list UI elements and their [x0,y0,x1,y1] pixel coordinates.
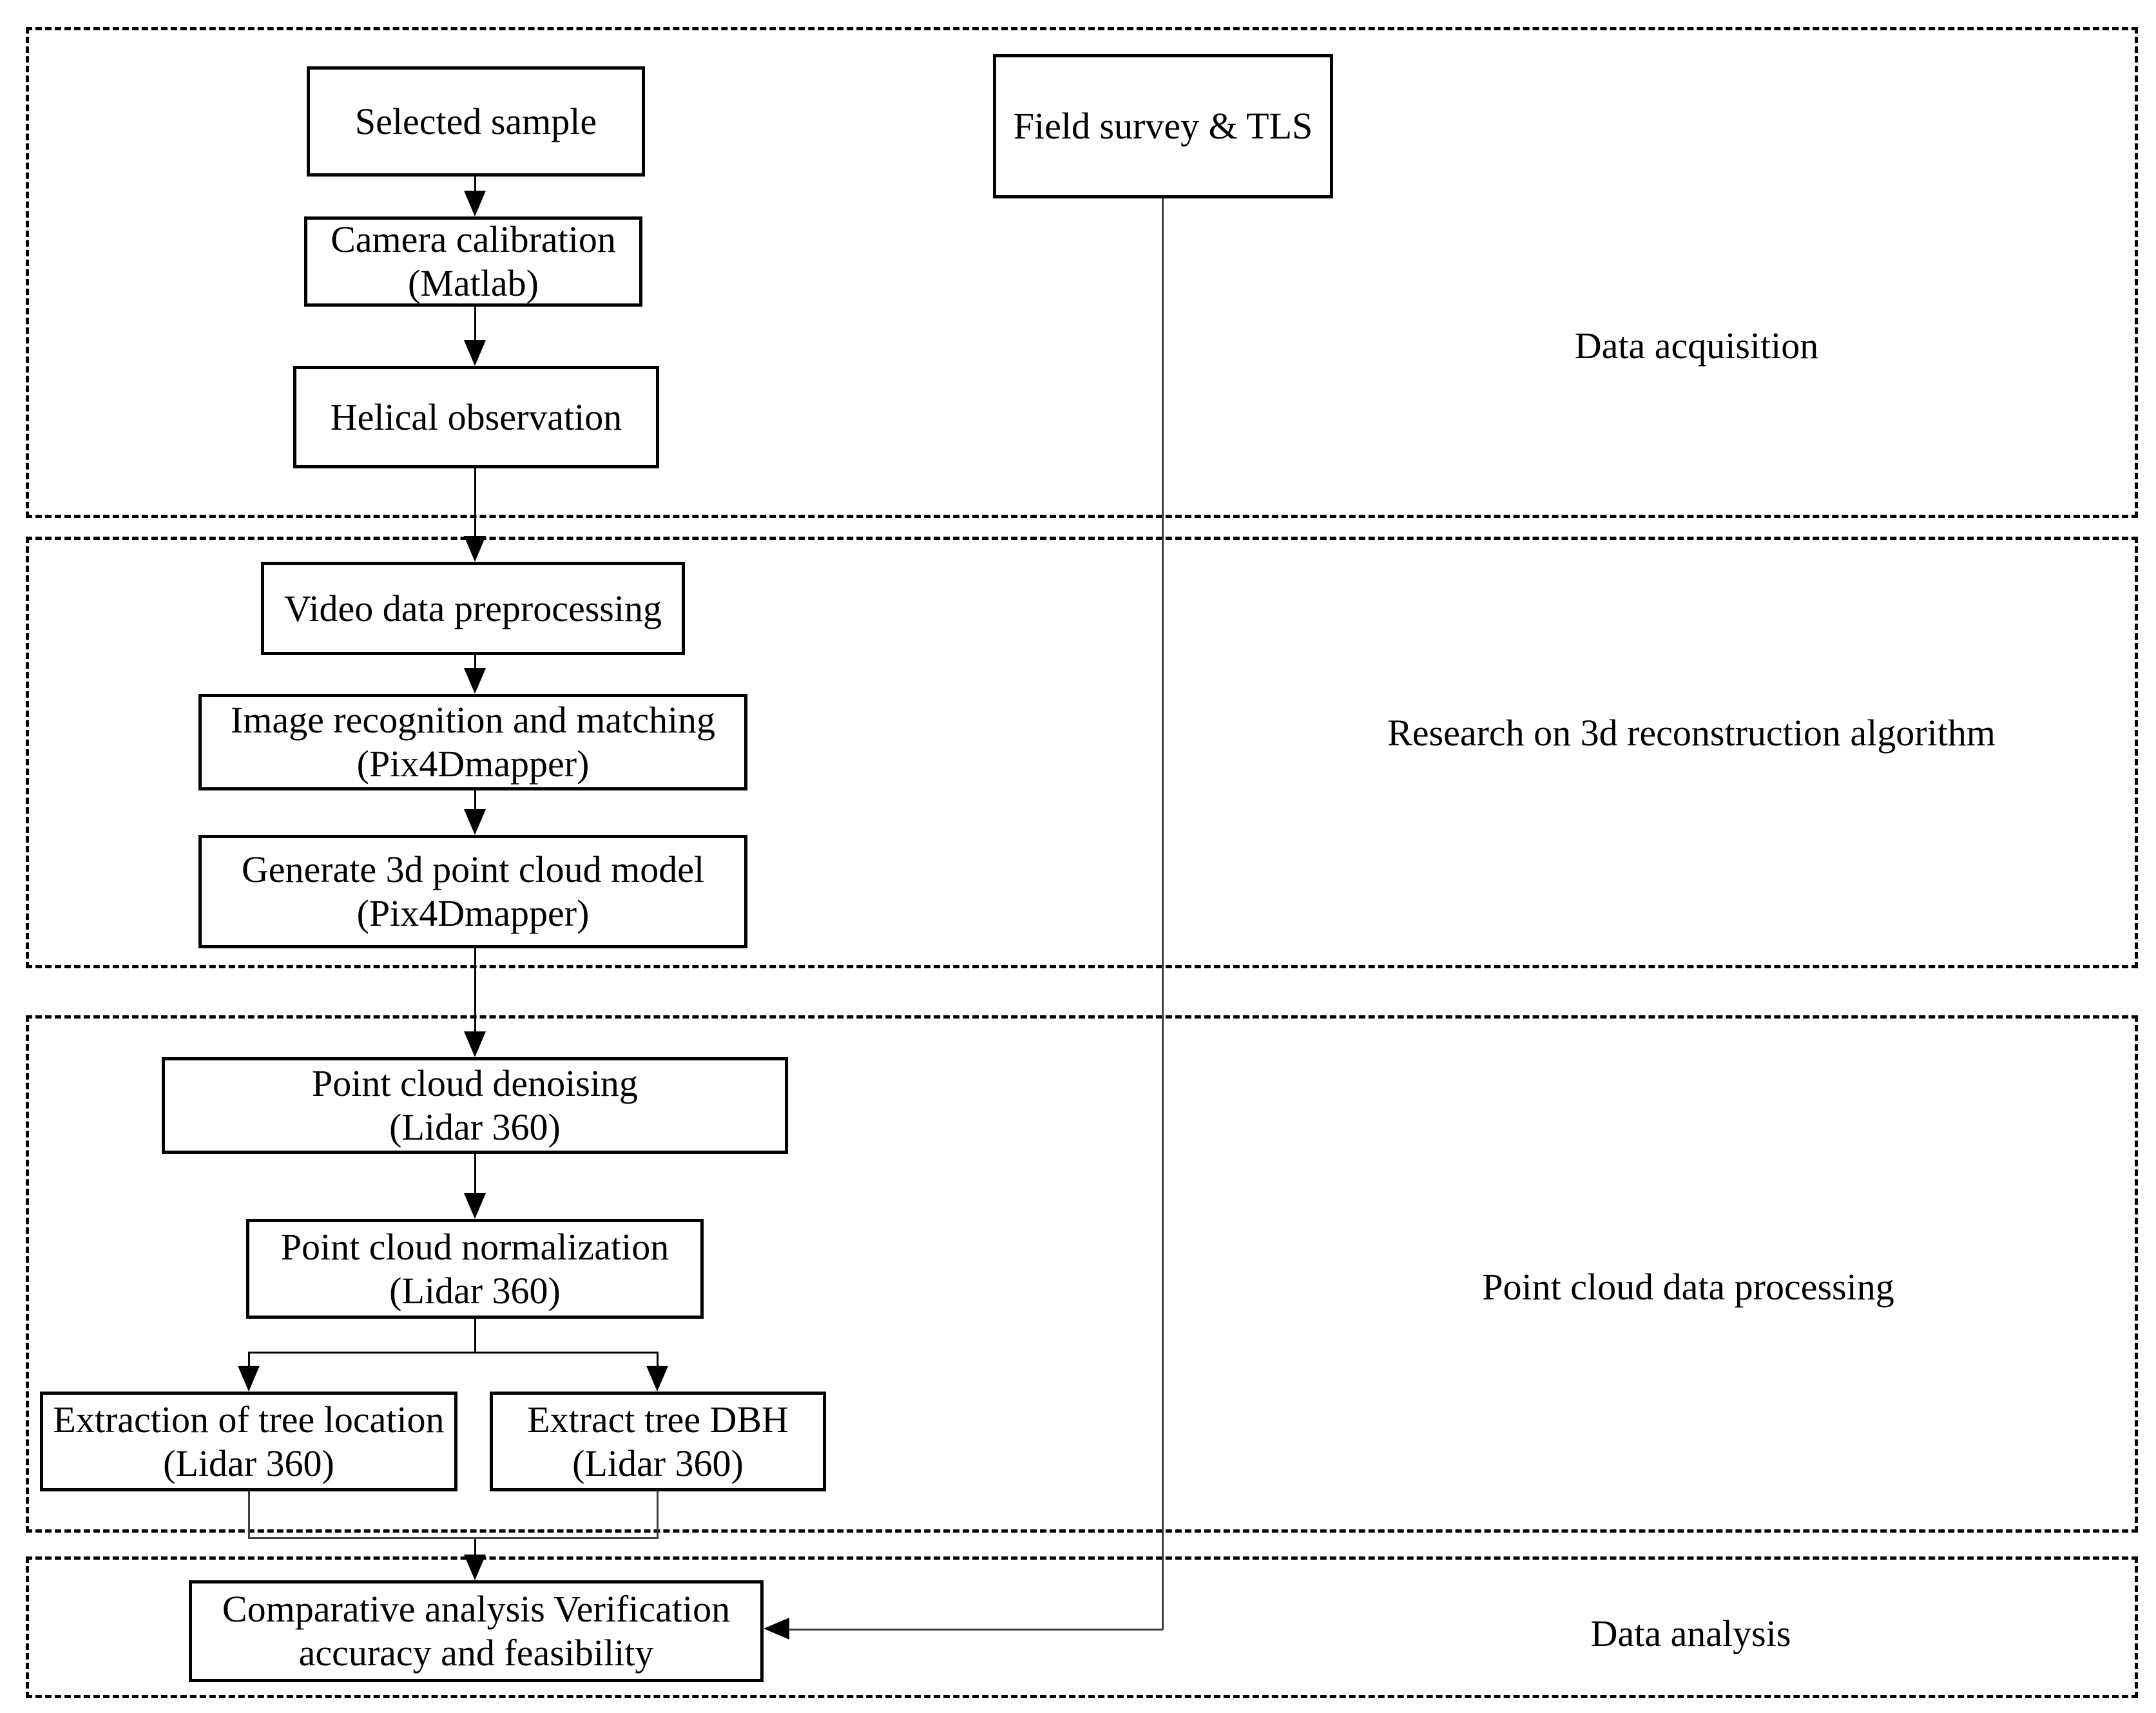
arrowhead-down-icon [646,1366,668,1392]
section-3d-reconstruction [26,537,2138,968]
section-label-data-acquisition: Data acquisition [1574,325,1819,367]
flow-node-video-data-preprocessing: Video data preprocessing [261,562,685,655]
flow-node-helical-observation: Helical observation [293,366,659,468]
node-label: Image recognition and matching [230,699,716,741]
node-label: (Lidar 360) [572,1442,744,1484]
connector-merge-right [657,1491,659,1539]
connector-branch-left [248,1354,250,1367]
flow-node-comparative-analysis: Comparative analysis Verification accura… [189,1580,764,1682]
connector-branch-horizontal [248,1352,659,1354]
node-label: Field survey & TLS [1013,105,1313,147]
node-label: Camera calibration [331,218,616,260]
connector-merge-stem [474,1539,476,1556]
flow-node-generate-3d-model: Generate 3d point cloud model (Pix4Dmapp… [198,835,747,948]
flow-node-image-recognition: Image recognition and matching (Pix4Dmap… [198,694,747,790]
arrowhead-down-icon [464,809,486,835]
flow-node-selected-sample: Selected sample [307,66,645,177]
node-label: Helical observation [330,396,622,438]
arrowhead-down-icon [464,1031,486,1057]
node-label: Point cloud normalization [280,1225,669,1268]
section-data-acquisition [26,27,2138,518]
section-label-3d-reconstruction: Research on 3d reconstruction algorithm [1387,712,1996,754]
connector-helical-to-video [474,468,476,537]
connector-merge-horizontal [248,1537,659,1539]
flow-node-field-survey-tls: Field survey & TLS [993,54,1333,198]
node-label: (Pix4Dmapper) [356,743,590,785]
arrowhead-down-icon [464,536,486,562]
node-label: Comparative analysis Verification [222,1588,731,1630]
section-point-cloud-processing [26,1015,2138,1533]
section-label-point-cloud-processing: Point cloud data processing [1482,1266,1894,1308]
connector-camera-to-helical [474,304,476,341]
connector-branch-right [657,1354,659,1367]
connector-denoising-to-normalization [474,1154,476,1194]
connector-merge-left [248,1491,250,1539]
node-label: (Lidar 360) [389,1106,561,1148]
arrowhead-down-icon [464,668,486,694]
node-label: (Lidar 360) [389,1269,561,1312]
node-label: (Pix4Dmapper) [356,892,590,934]
connector-fieldsurvey-vertical [1162,198,1164,1630]
node-label: (Lidar 360) [163,1442,334,1484]
node-label: Extraction of tree location [53,1398,445,1440]
arrowhead-left-icon [764,1618,789,1640]
arrowhead-down-icon [238,1366,260,1392]
node-label: Extract tree DBH [527,1398,789,1440]
node-label: Video data preprocessing [284,587,662,629]
node-label: Selected sample [354,100,597,142]
section-label-data-analysis: Data analysis [1590,1613,1791,1654]
connector-branch-stem [474,1319,476,1354]
connector-generate-to-denoising [474,948,476,1033]
flow-node-point-cloud-normalization: Point cloud normalization (Lidar 360) [246,1219,704,1319]
flow-node-extraction-tree-location: Extraction of tree location (Lidar 360) [40,1392,457,1491]
connector-selected-to-camera [474,177,476,192]
flow-node-extract-tree-dbh: Extract tree DBH (Lidar 360) [490,1392,826,1491]
arrowhead-down-icon [464,1193,486,1219]
arrowhead-down-icon [464,191,486,216]
connector-video-to-imagerecognition [474,655,476,669]
section-data-analysis [26,1556,2138,1698]
node-label: (Matlab) [408,262,539,304]
arrowhead-down-icon [464,1555,486,1580]
connector-imagerecognition-to-generate [474,790,476,810]
flow-node-camera-calibration: Camera calibration (Matlab) [304,216,642,307]
connector-fieldsurvey-horizontal [789,1629,1163,1631]
flow-node-point-cloud-denoising: Point cloud denoising (Lidar 360) [162,1057,788,1154]
node-label: Generate 3d point cloud model [241,848,705,890]
arrowhead-down-icon [464,340,486,366]
node-label: accuracy and feasibility [298,1632,654,1674]
node-label: Point cloud denoising [312,1062,638,1104]
